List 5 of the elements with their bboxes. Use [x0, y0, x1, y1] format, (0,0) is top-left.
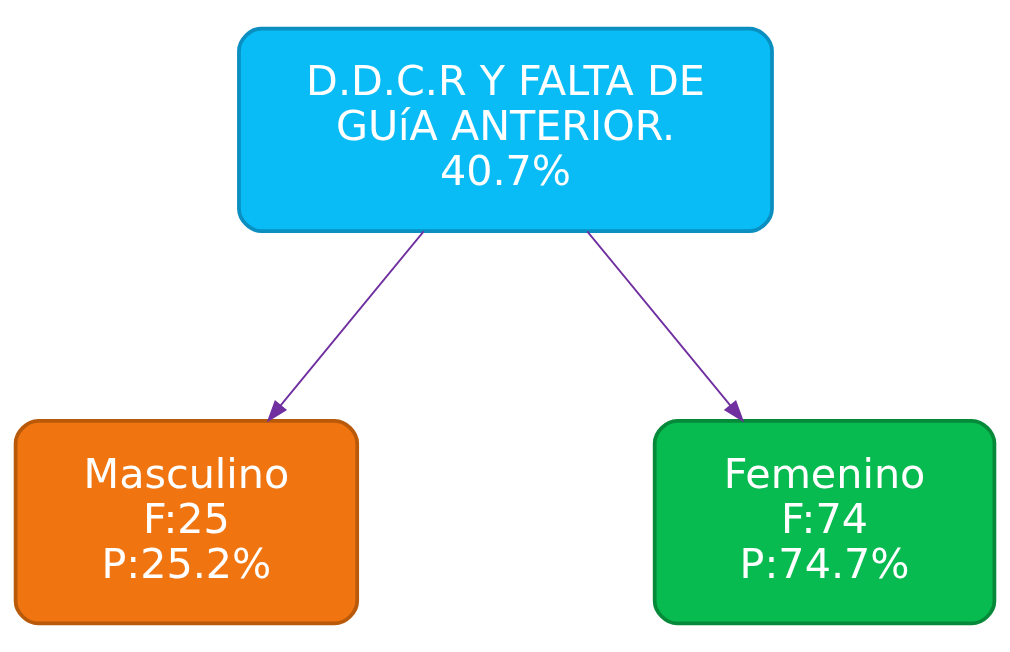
node-box: Femenino F:74 P:74.7% [652, 418, 997, 626]
arrow [266, 230, 425, 423]
node-box: D.D.C.R Y FALTA DE GUíA ANTERIOR. 40.7% [237, 26, 774, 234]
node-box: Masculino F:25 P:25.2% [13, 418, 360, 626]
arrow [586, 230, 745, 423]
